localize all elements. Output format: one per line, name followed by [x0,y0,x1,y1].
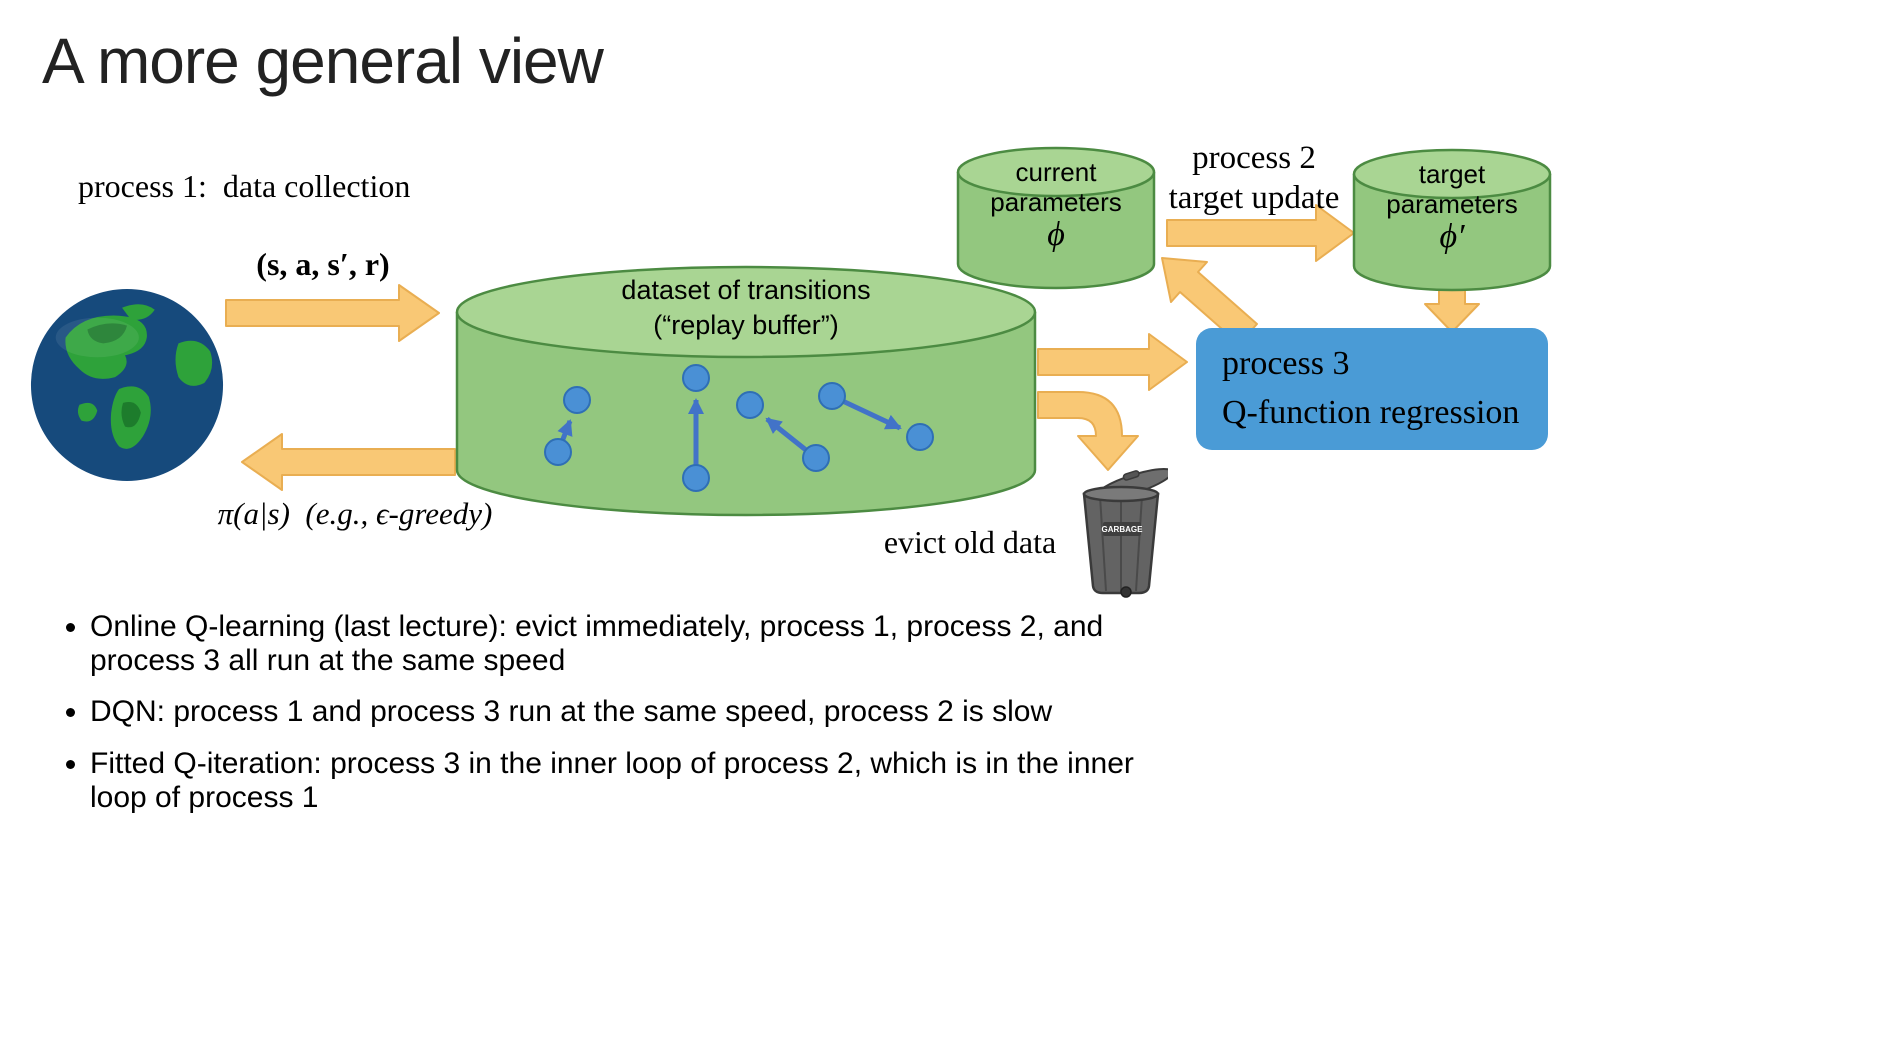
arrow-buffer-to-env [241,433,456,491]
target-parameters-line2: parameters [1386,189,1518,219]
policy-label: π(a|s) (e.g., ϵ-greedy) [217,496,493,531]
replay-buffer-caption: dataset of transitions (“replay buffer”) [455,273,1037,343]
current-parameters-line1: current [1015,157,1097,187]
slide-title: A more general view [42,25,604,97]
garbage-can-graphic: GARBAGE [1082,467,1174,598]
process3-box: process 3 Q-function regression [1196,328,1548,450]
bullet-online-qlearning: Online Q-learning (last lecture): evict … [90,610,1140,678]
arrow-buffer-to-trash [1037,391,1139,471]
earth-globe-icon [28,286,226,484]
process1-label: process 1: data collection [78,168,411,204]
evict-label: evict old data [883,524,1057,560]
replay-buffer-subtitle: (“replay buffer”) [653,310,839,340]
garbage-text: GARBAGE [1102,525,1144,534]
bullet-dqn: DQN: process 1 and process 3 run at the … [90,695,1140,729]
bullet-fitted-q-iteration: Fitted Q-iteration: process 3 in the inn… [90,747,1140,815]
arrow-buffer-to-process3 [1037,333,1188,391]
earth-globe-graphic [30,288,224,482]
current-parameters-caption: current parameters ϕ [956,157,1156,253]
current-parameters-shape [956,146,1156,290]
transition-dots [544,364,934,492]
target-parameters-caption: target parameters ϕ′ [1352,159,1552,255]
process3-line1: process 3 [1222,345,1350,382]
replay-buffer-shape [455,265,1037,517]
process2-line2: target update [1168,180,1340,216]
arrow-env-to-buffer [225,284,440,342]
process2-line1: process 2 [1192,140,1316,176]
current-parameters-cylinder: current parameters ϕ [956,146,1156,292]
target-parameters-cylinder: target parameters ϕ′ [1352,148,1552,294]
target-parameters-line1: target [1418,159,1486,189]
phi-prime-symbol: ϕ′ [1439,218,1465,255]
replay-buffer-title: dataset of transitions [621,275,871,305]
bullet-list: Online Q-learning (last lecture): evict … [56,610,1170,832]
replay-buffer-cylinder: dataset of transitions (“replay buffer”) [455,265,1037,517]
target-parameters-shape [1352,148,1552,292]
process2-label: process 2 target update [1148,138,1360,218]
garbage-can-icon: GARBAGE [1076,464,1174,598]
current-parameters-line2: parameters [990,187,1122,217]
transition-tuple-label: (s, a, s′, r) [256,246,390,282]
process3-line2: Q-function regression [1222,394,1520,431]
phi-symbol: ϕ [1047,216,1065,253]
